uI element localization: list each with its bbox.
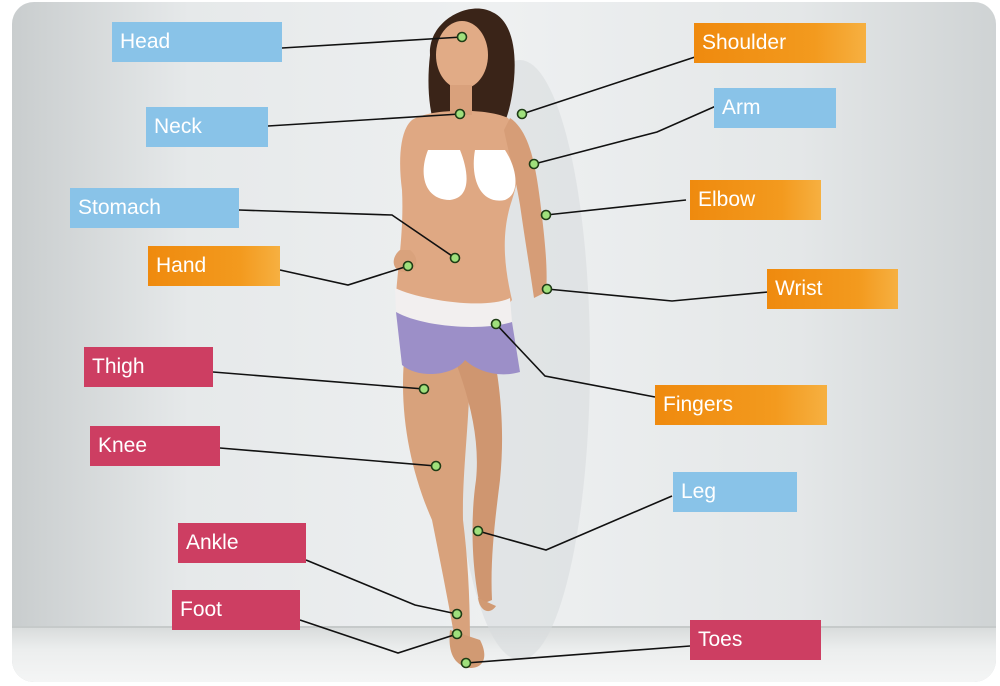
label-fingers: Fingers — [655, 385, 827, 425]
wrist-point — [543, 285, 552, 294]
label-hand: Hand — [148, 246, 280, 286]
label-thigh: Thigh — [84, 347, 213, 387]
arm-point — [530, 160, 539, 169]
fingers-point — [492, 320, 501, 329]
label-ankle: Ankle — [178, 523, 306, 563]
torso — [396, 111, 519, 311]
ankle-point — [453, 610, 462, 619]
shoulder-point — [518, 110, 527, 119]
label-stomach: Stomach — [70, 188, 239, 228]
label-shoulder: Shoulder — [694, 23, 866, 63]
label-head: Head — [112, 22, 282, 62]
label-foot: Foot — [172, 590, 300, 630]
leg-point — [474, 527, 483, 536]
label-toes: Toes — [690, 620, 821, 660]
label-leg: Leg — [673, 472, 797, 512]
label-neck: Neck — [146, 107, 268, 147]
knee-point — [432, 462, 441, 471]
left-leg — [403, 350, 470, 645]
toes-point — [462, 659, 471, 668]
elbow-point — [542, 211, 551, 220]
stomach-point — [451, 254, 460, 263]
label-knee: Knee — [90, 426, 220, 466]
label-wrist: Wrist — [767, 269, 898, 309]
thigh-point — [420, 385, 429, 394]
label-elbow: Elbow — [690, 180, 821, 220]
neck-point — [456, 110, 465, 119]
label-arm: Arm — [714, 88, 836, 128]
hand-point — [404, 262, 413, 271]
foot-point — [453, 630, 462, 639]
head-point — [458, 33, 467, 42]
face — [436, 21, 488, 89]
